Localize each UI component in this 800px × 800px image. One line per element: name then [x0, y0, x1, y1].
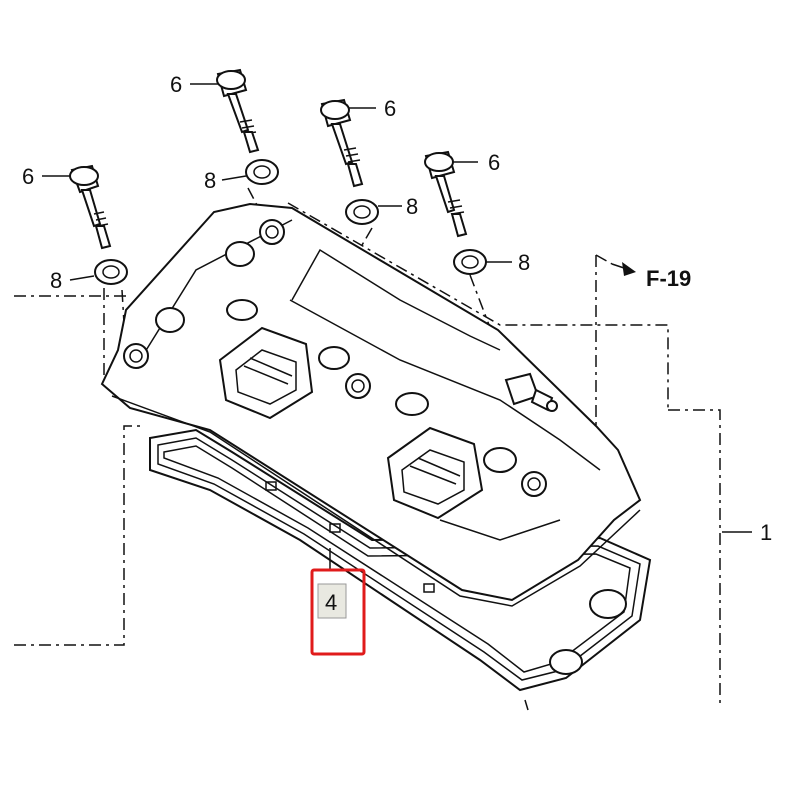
callout-gasket: 4: [325, 590, 337, 615]
valve-block-right: [386, 392, 517, 520]
reference-f19[interactable]: F-19: [646, 266, 691, 291]
gasket-label-box: [317, 583, 347, 619]
callout-cover-assembly: 1: [760, 520, 772, 545]
callout-washer-right: 8: [518, 250, 530, 275]
bolt-mid-left: [216, 68, 260, 154]
cover-bolt-holes: [123, 219, 547, 497]
callout-bolt-mid-right: 6: [384, 96, 396, 121]
callout-bolt-mid-left: 6: [170, 72, 182, 97]
highlight-box: [310, 568, 366, 656]
callout-bolt-left: 6: [22, 164, 34, 189]
highlighted-part-callout[interactable]: 4: [310, 568, 366, 656]
bolt-right: [424, 150, 468, 238]
callout-washer-left: 8: [50, 268, 62, 293]
callout-washer-mid-left: 8: [204, 168, 216, 193]
bolt-left: [69, 164, 112, 250]
sensor-fitting: [504, 372, 558, 412]
callout-labels: 6 6 6 6 8 8 8 8 1 F-19: [22, 72, 772, 545]
leader-lines: [42, 83, 752, 570]
breather-bosses: [155, 241, 627, 675]
callout-bolt-right: 6: [488, 150, 500, 175]
washers: [94, 159, 487, 285]
cover-gasket: [149, 428, 652, 692]
bolt-mid-right: [320, 98, 364, 188]
callout-washer-mid-right: 8: [406, 194, 418, 219]
valve-block-left: [218, 299, 350, 420]
